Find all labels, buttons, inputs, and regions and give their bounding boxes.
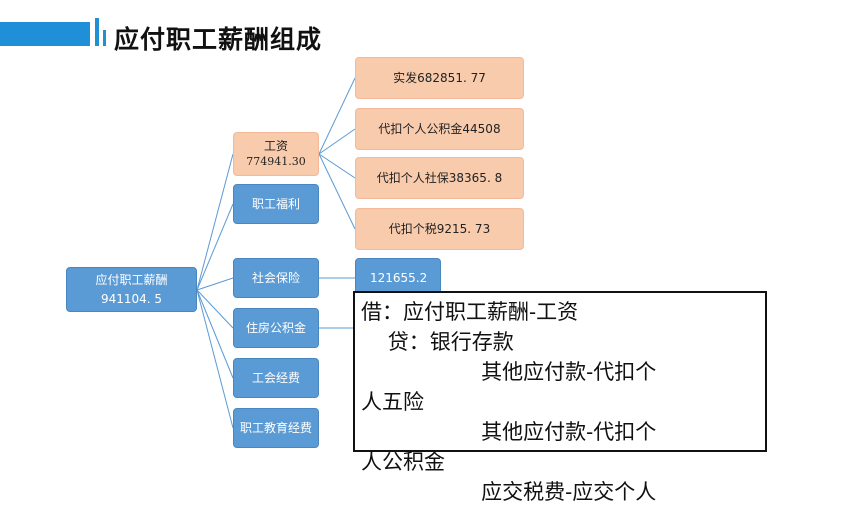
housing-fund-node: 住房公积金: [233, 308, 319, 348]
welfare-node: 职工福利: [233, 184, 319, 224]
journal-line: 借：应付职工薪酬-工资: [361, 300, 579, 324]
journal-line: 应交税费-应交个人: [361, 480, 657, 504]
root-node: 应付职工薪酬 941104. 5: [66, 267, 197, 312]
connector-lines: [196, 77, 356, 429]
salary-node-value: 774941.30: [246, 154, 306, 168]
journal-entry-box: 借：应付职工薪酬-工资 贷：银行存款 其他应付款-代扣个 人五险 其他应付款-代…: [353, 291, 767, 504]
education-fee-node: 职工教育经费: [233, 408, 319, 448]
title-accent-tick-1: [95, 18, 99, 46]
withheld-income-tax-node: 代扣个税9215. 73: [355, 208, 524, 250]
connector-root-housing: [196, 289, 234, 329]
journal-line: 人五险: [361, 390, 424, 414]
root-node-value: 941104. 5: [100, 292, 163, 306]
connector-root-education: [196, 289, 234, 429]
page-title: 应付职工薪酬组成: [114, 25, 323, 54]
connector-salary-child-2: [318, 128, 356, 155]
withheld-housing-fund-node: 代扣个人公积金44508: [355, 108, 524, 150]
connector-root-salary: [196, 153, 234, 291]
connector-root-welfare: [196, 203, 234, 291]
connector-salary-child-1: [318, 77, 356, 155]
salary-node: 工资 774941.30: [233, 132, 319, 176]
union-fee-node: 工会经费: [233, 358, 319, 398]
net-pay-node: 实发682851. 77: [355, 57, 524, 99]
journal-line: 其他应付款-代扣个: [361, 360, 657, 384]
withheld-social-insurance-node: 代扣个人社保38365. 8: [355, 157, 524, 199]
journal-line: 人公积金: [361, 450, 445, 474]
connector-salary-child-4: [318, 153, 356, 230]
root-node-label: 应付职工薪酬: [95, 272, 168, 287]
connector-root-union: [196, 289, 234, 379]
title-accent-tick-2: [103, 30, 106, 46]
salary-node-label: 工资: [263, 139, 288, 154]
connector-salary-child-3: [318, 153, 356, 179]
title-accent-bar: [0, 22, 90, 46]
social-insurance-node: 社会保险: [233, 258, 319, 298]
connector-root-social: [196, 277, 234, 291]
journal-line: 其他应付款-代扣个: [361, 420, 657, 444]
journal-line: 贷：银行存款: [361, 330, 514, 354]
